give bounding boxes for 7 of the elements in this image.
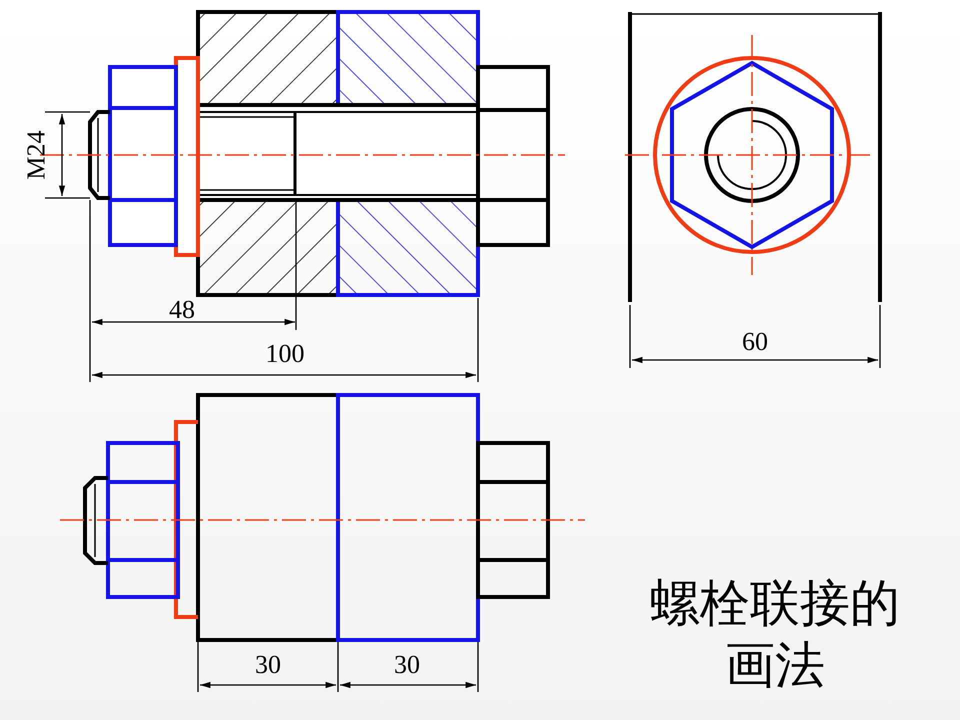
dimension-text: 100	[266, 341, 304, 367]
dimension-text: 48	[169, 297, 195, 323]
dimension-text: 30	[255, 652, 281, 678]
dimension-text: M24	[23, 130, 50, 180]
title: 螺栓联接的画法	[649, 573, 901, 696]
dimension-text: 60	[742, 329, 768, 355]
dimension-text: 30	[394, 652, 420, 678]
